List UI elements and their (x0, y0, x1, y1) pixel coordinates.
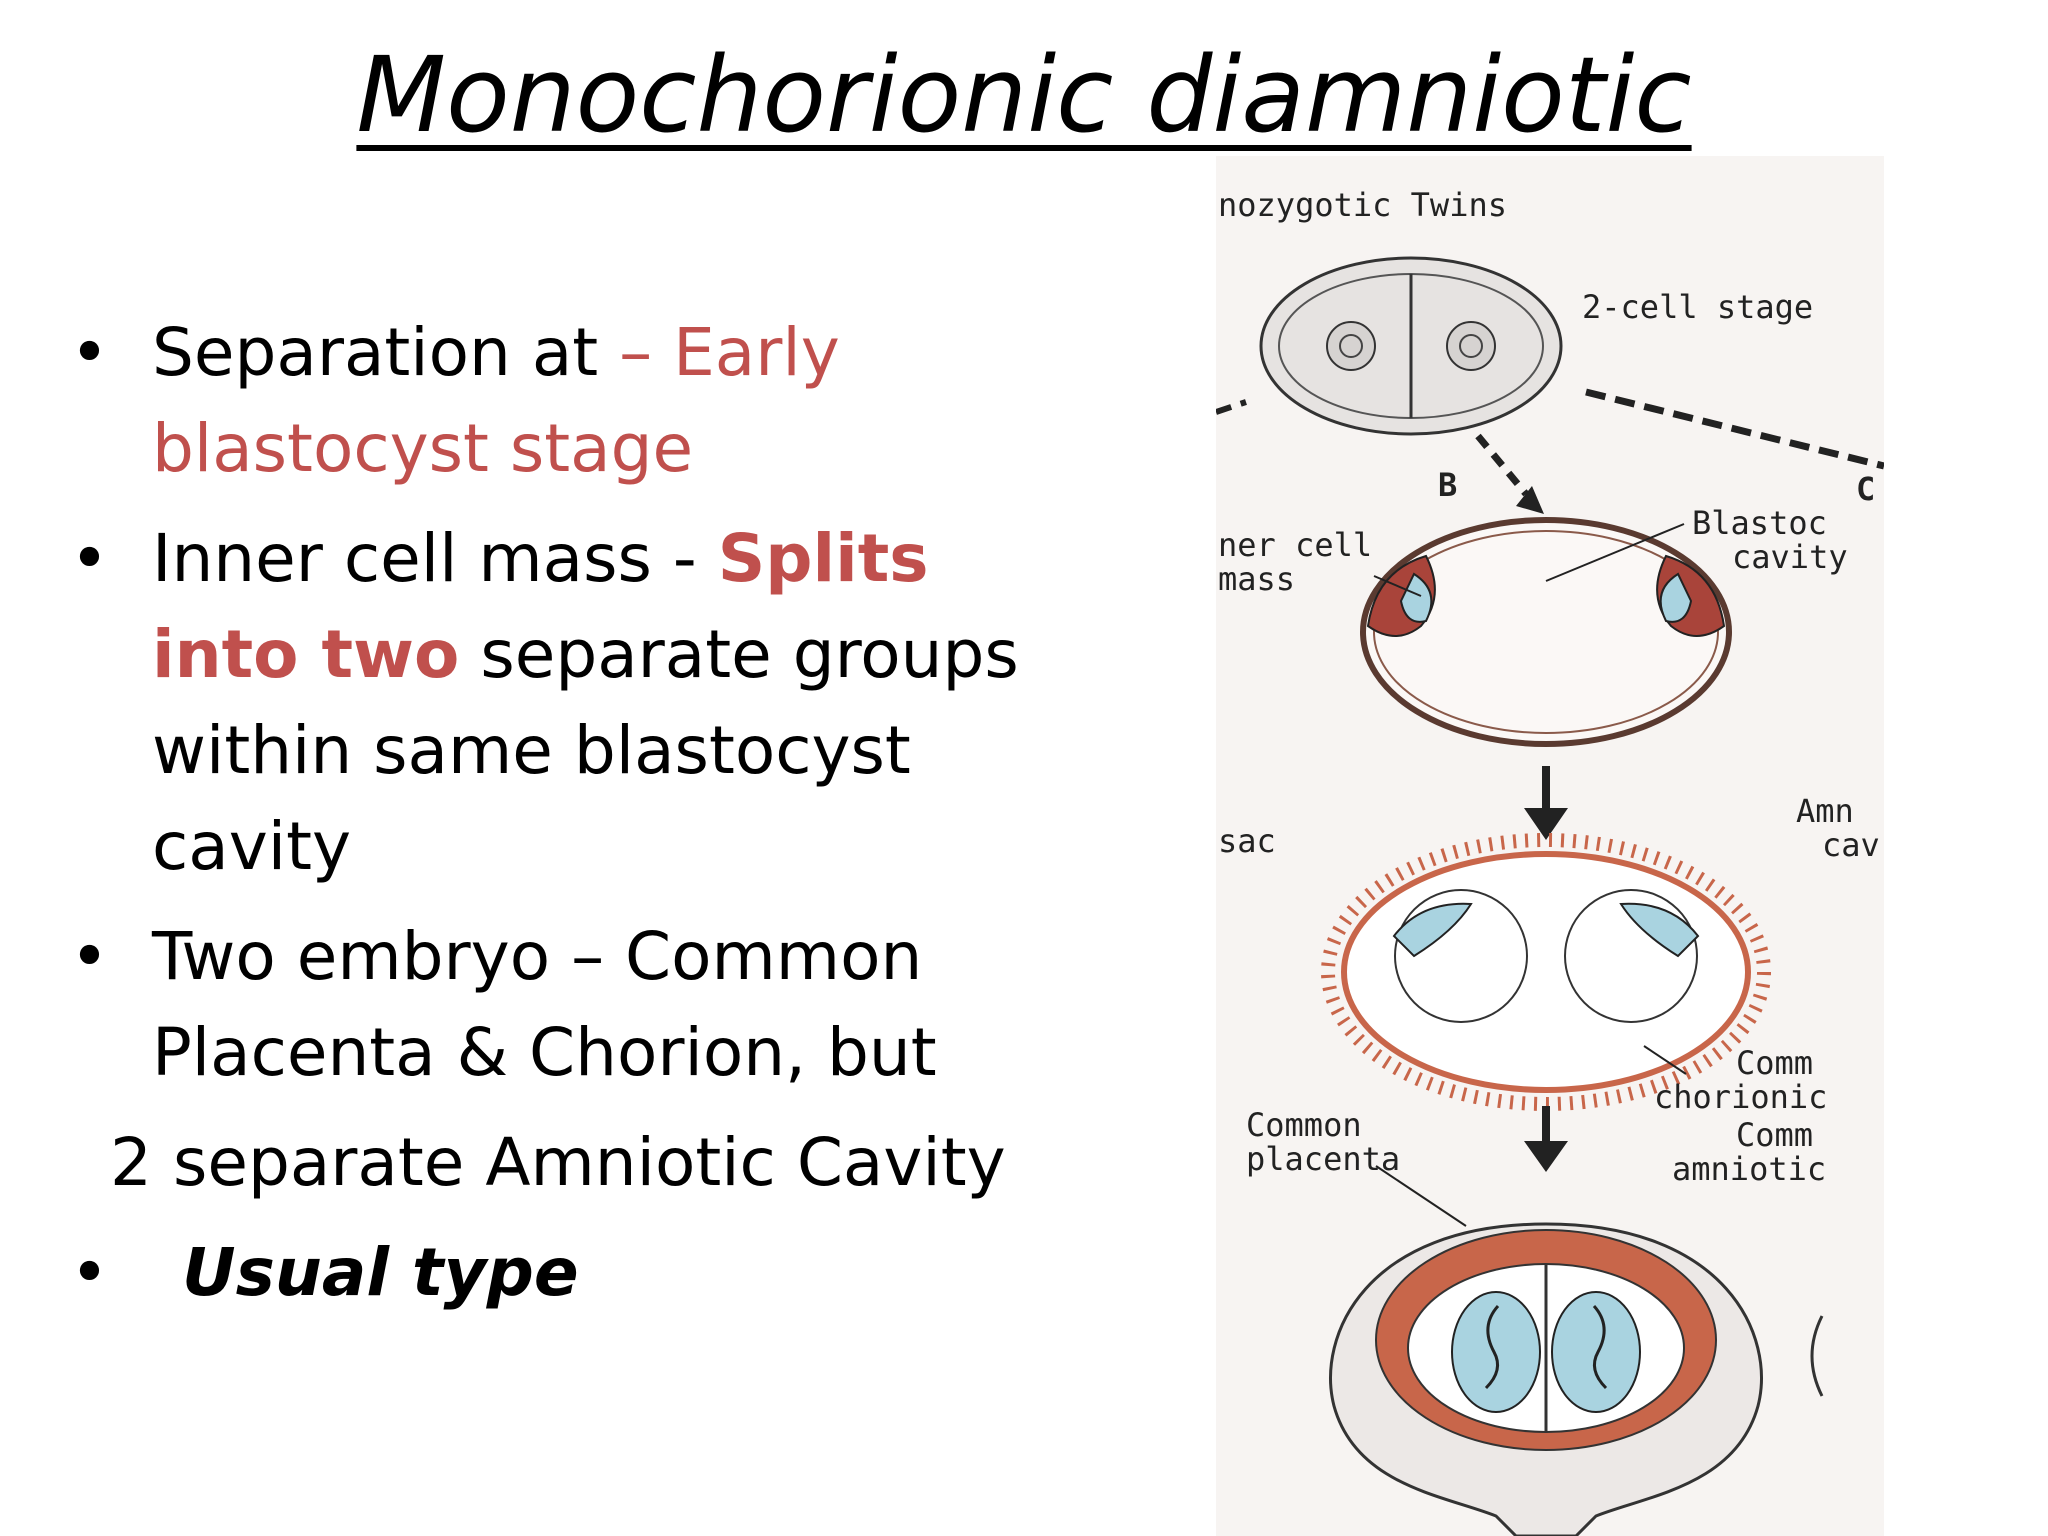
pointer-line (1375, 1165, 1467, 1227)
label-amn: Amn (1796, 792, 1854, 830)
label-chorionic: chorionic (1654, 1078, 1827, 1116)
bullet-text: separate groups within same blastocyst c… (152, 616, 1019, 885)
twin-diagram-panel: nozygotic Twins 2-cell stage B C (1216, 156, 1884, 1536)
bullet-dot-icon: • (70, 520, 109, 597)
label-blastocyst: Blastoc (1692, 504, 1827, 542)
pointer-line (1545, 523, 1685, 582)
label-mass: mass (1218, 560, 1295, 598)
bullet-highlight: Splits into two (152, 520, 929, 693)
twin-development-diagram: nozygotic Twins 2-cell stage B C (1216, 186, 1884, 1536)
bullet-two-embryo: • Two embryo – Common Placenta & Chorion… (70, 909, 1080, 1101)
label-common: Common (1246, 1106, 1362, 1144)
diagram-header: nozygotic Twins (1218, 186, 1507, 224)
bullet-dot-icon: • (70, 918, 109, 995)
dashed-arrow-left (1216, 399, 1247, 415)
label-cav: cav (1822, 826, 1880, 864)
label-placenta: placenta (1246, 1140, 1400, 1178)
label-b: B (1438, 466, 1457, 504)
dashed-arrow-b (1475, 433, 1529, 497)
label-cavity: cavity (1732, 538, 1848, 576)
bullet-separation: • Separation at – Early blastocyst stage (70, 305, 1080, 497)
slide-title: Monochorionic diamniotic (356, 34, 1692, 156)
bullet-dot-icon: • (70, 314, 109, 391)
bullet-text: Inner cell mass - (152, 520, 718, 597)
uterus-with-twins (1329, 1222, 1824, 1536)
bullet-dot-icon: • (70, 1234, 109, 1311)
label-two-cell-stage: 2-cell stage (1582, 288, 1813, 326)
arrow-down-icon (1524, 1141, 1568, 1172)
pointer-line (1373, 575, 1422, 597)
bullet-text: Separation at (152, 314, 620, 391)
pointer-line (1643, 1045, 1687, 1075)
label-amniotic: amniotic (1672, 1150, 1826, 1188)
label-common-chorionic-1: Comm (1736, 1044, 1813, 1082)
bullet-text: Two embryo – Common Placenta & Chorion, … (152, 918, 937, 1091)
arrow-head-icon (1516, 486, 1544, 514)
blastocyst (1360, 517, 1732, 747)
bullet-usual-type: • Usual type (70, 1225, 1080, 1321)
bullet-highlight: – Early blastocyst stage (152, 314, 840, 487)
label-inner-cell: ner cell (1218, 526, 1372, 564)
dashed-arrow-right (1585, 388, 1884, 470)
bullet-continuation: 2 separate Amniotic Cavity (110, 1124, 1006, 1201)
label-common-amniotic-1: Comm (1736, 1116, 1813, 1154)
bullet-list: • Separation at – Early blastocyst stage… (70, 305, 1080, 1335)
chorionic-sac (1321, 833, 1771, 1111)
bullet-text: Usual type (182, 1234, 579, 1311)
two-cell-zygote (1259, 256, 1563, 436)
bullet-inner-cell-mass: • Inner cell mass - Splits into two sepa… (70, 511, 1080, 895)
label-sac: sac (1218, 822, 1276, 860)
arrow-down-icon (1524, 808, 1568, 840)
label-c: C (1856, 470, 1875, 508)
